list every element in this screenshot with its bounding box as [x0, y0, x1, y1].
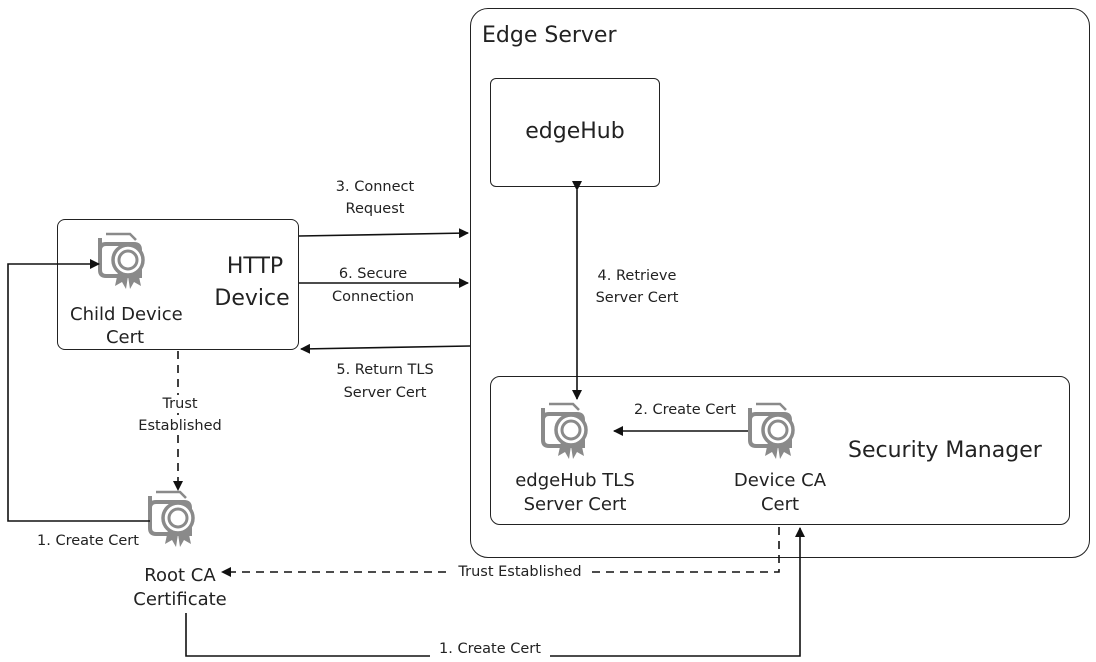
create-cert-2-label: 2. Create Cert [634, 402, 736, 418]
device-ca-cert-label-line1: Device CA [733, 470, 827, 491]
http-device-label-line1: HTTP [226, 254, 284, 279]
root-ca-cert-icon [148, 490, 195, 549]
create-cert-child-arrow [7, 259, 150, 522]
edgehub-tls-cert-label-line2: Server Cert [523, 494, 627, 515]
root-ca-label-line1: Root CA [144, 565, 216, 586]
return-tls-arrow [300, 343, 471, 354]
edgehub-tls-cert-label-line1: edgeHub TLS [515, 470, 635, 491]
retrieve-cert-label-line2: Server Cert [595, 290, 679, 306]
return-tls-label-line2: Server Cert [343, 385, 427, 401]
create-cert-device-ca-label: 1. Create Cert [430, 640, 550, 659]
connect-request-label-line2: Request [345, 201, 405, 217]
trust-edge-arrow [221, 527, 780, 577]
security-manager-label: Security Manager [848, 438, 1042, 463]
return-tls-label-line1: 5. Return TLS [336, 362, 434, 378]
trust-device-label-line2: Established [130, 417, 230, 436]
http-device-label-line2: Device [214, 286, 290, 311]
edgehub-label: edgeHub [525, 119, 625, 144]
device-ca-cert-label-line2: Cert [760, 494, 800, 515]
secure-connection-label-line1: 6. Secure [338, 266, 408, 282]
edge-server-title: Edge Server [482, 23, 617, 48]
root-ca-label-line2: Certificate [133, 589, 227, 610]
edgehub-tls-cert-icon [541, 402, 588, 461]
trust-edge-label: Trust Established [450, 563, 590, 582]
http-device-box [57, 219, 299, 350]
connect-request-arrow [298, 228, 469, 239]
child-device-cert-icon [98, 232, 145, 291]
device-ca-cert-icon [748, 402, 795, 461]
child-cert-label-line1: Child Device [70, 304, 183, 325]
create-cert-child-label: 1. Create Cert [37, 533, 139, 549]
connect-request-label-line1: 3. Connect [335, 179, 415, 195]
secure-connection-label-line2: Connection [331, 289, 415, 305]
child-cert-label-line2: Cert [105, 327, 145, 348]
create-cert-device-ca-arrow [185, 527, 805, 657]
retrieve-cert-label-line1: 4. Retrieve [597, 268, 677, 284]
trust-device-label-line1: Trust [130, 395, 230, 414]
